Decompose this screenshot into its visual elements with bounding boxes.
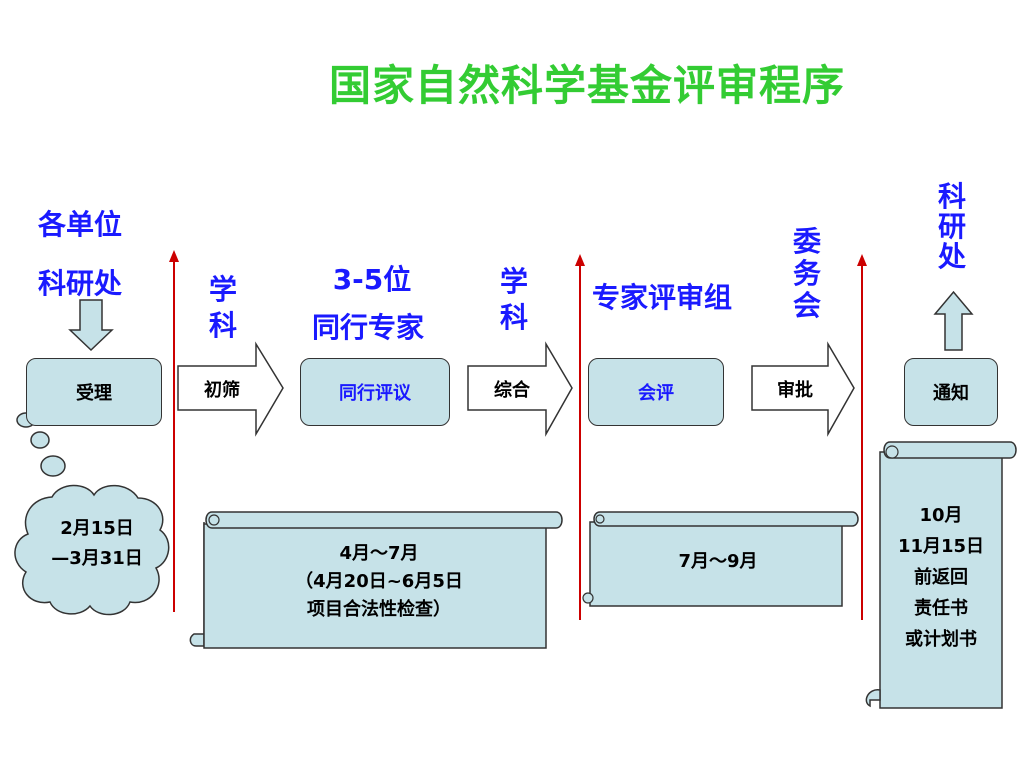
divider-3-head — [857, 254, 867, 266]
up-arrow-icon — [933, 290, 974, 351]
scroll-1-line2: （4月20日~6月5日 — [295, 571, 463, 592]
actor-subject-1: 学科 — [208, 273, 237, 342]
actor-peer-line2: 同行专家 — [312, 311, 425, 344]
step-panel-review-box[interactable]: 会评 — [588, 358, 724, 426]
scroll-3-note: 10月 11月15日 前返回 责任书 或计划书 — [880, 500, 1002, 655]
step-approval-label: 审批 — [777, 380, 813, 401]
bubble-2 — [30, 431, 50, 449]
divider-2-head — [575, 254, 585, 266]
step-notify-box[interactable]: 通知 — [904, 358, 998, 426]
actor-committee: 委务会 — [792, 225, 821, 322]
scroll-3-line2: 11月15日 — [897, 536, 985, 557]
divider-1-head — [169, 250, 179, 262]
step-accept-label: 受理 — [76, 383, 112, 404]
cloud-note: 2月15日 —3月31日 — [22, 514, 172, 574]
cloud-shape — [14, 484, 170, 616]
scroll-3-line5: 或计划书 — [905, 629, 977, 650]
step-peer-review-label: 同行评议 — [339, 383, 411, 404]
scroll-3-line4: 责任书 — [914, 598, 968, 619]
actor-subject-2: 学科 — [499, 265, 528, 334]
step-accept-box[interactable]: 受理 — [26, 358, 162, 426]
cloud-note-line2: —3月31日 — [51, 548, 143, 569]
step-panel-review-label: 会评 — [638, 383, 674, 404]
actor-unit-line1: 各单位 — [38, 208, 123, 241]
cloud-note-line1: 2月15日 — [60, 518, 134, 539]
scroll-1-line3: 项目合法性检查） — [307, 599, 451, 620]
bubble-3 — [40, 455, 66, 477]
block-arrow-synthesis — [467, 341, 573, 437]
step-screen-label: 初筛 — [204, 380, 240, 401]
down-arrow-icon — [68, 299, 114, 352]
block-arrow-screen — [177, 341, 284, 437]
scroll-2-note: 7月～9月 — [678, 551, 758, 572]
scroll-1-note: 4月～7月 （4月20日~6月5日 项目合法性检查） — [214, 540, 544, 624]
scroll-3-shape — [865, 441, 1017, 709]
actor-unit-line2: 科研处 — [38, 267, 123, 300]
actor-panel: 专家评审组 — [592, 281, 733, 314]
step-peer-review-box[interactable]: 同行评议 — [300, 358, 450, 426]
block-arrow-approval — [751, 341, 855, 437]
scroll-1-shape — [189, 511, 563, 649]
step-synthesis-label: 综合 — [494, 380, 530, 401]
scroll-3-line3: 前返回 — [914, 567, 968, 588]
scroll-2-shape — [582, 511, 859, 607]
step-notify-label: 通知 — [933, 383, 969, 404]
actor-peer-line1: 3-5位 — [332, 263, 412, 296]
scroll-3-line1: 10月 — [919, 505, 963, 526]
actor-research-office: 科研处 — [937, 180, 966, 273]
scroll-1-line1: 4月～7月 — [339, 543, 419, 564]
page-title: 国家自然科学基金评审程序 — [328, 61, 845, 110]
